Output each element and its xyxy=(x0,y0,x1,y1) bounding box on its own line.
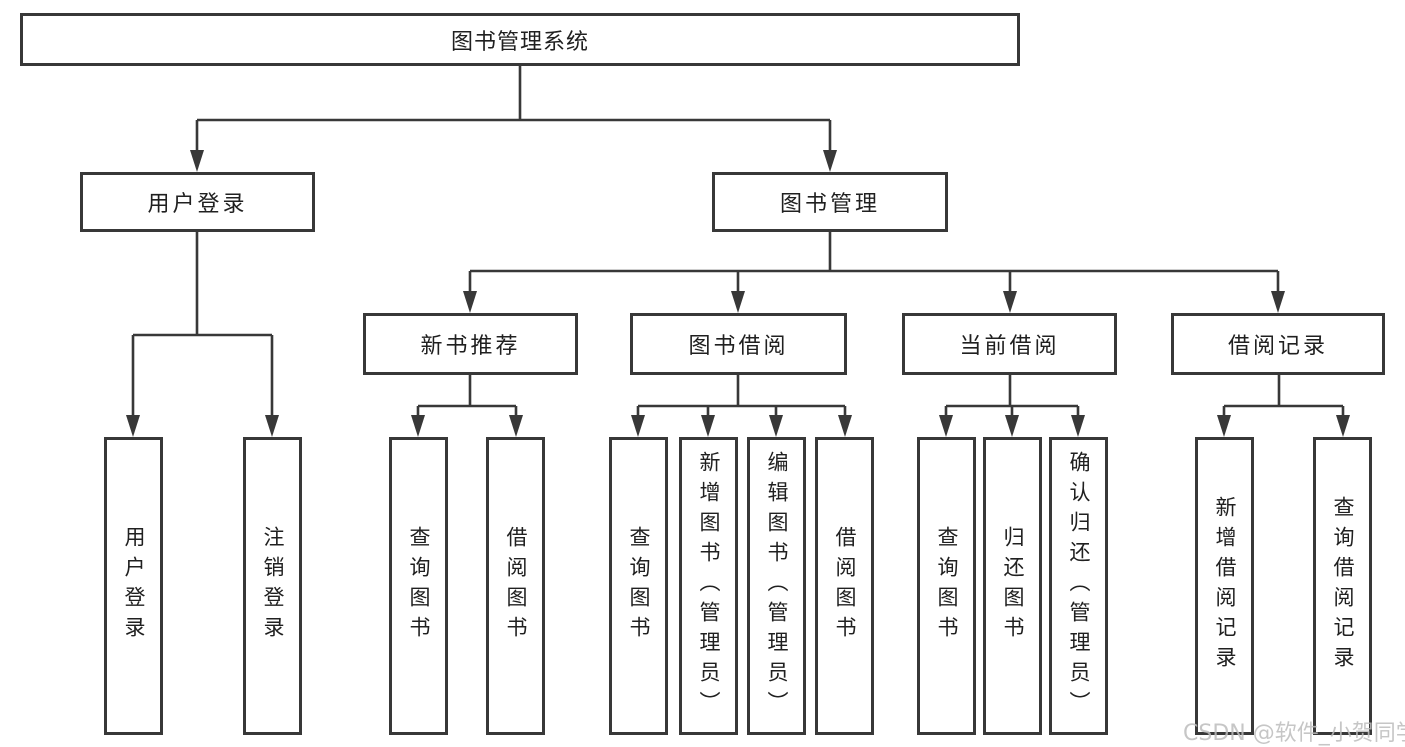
leaf-cb-query-books-label: 查询图书 xyxy=(935,526,959,646)
node-new-book-recommend-label: 新书推荐 xyxy=(420,334,521,359)
node-book-borrowing: 图书借阅 xyxy=(630,313,847,375)
node-new-book-recommend: 新书推荐 xyxy=(363,313,578,375)
leaf-logout: 注销登录 xyxy=(243,437,302,735)
leaf-br-query-record-label: 查询借阅记录 xyxy=(1331,496,1355,676)
leaf-bb-query-books-label: 查询图书 xyxy=(627,526,651,646)
watermark: CSDN @软件_小贺同学 xyxy=(1183,721,1405,746)
node-book-borrowing-label: 图书借阅 xyxy=(688,334,789,359)
leaf-cb-confirm-return-admin: 确认归还（管理员） xyxy=(1049,437,1108,735)
arrowheads xyxy=(126,150,1350,437)
leaf-br-query-record: 查询借阅记录 xyxy=(1313,437,1372,735)
leaf-nb-borrow-books: 借阅图书 xyxy=(486,437,545,735)
node-borrowing-records: 借阅记录 xyxy=(1171,313,1385,375)
node-root: 图书管理系统 xyxy=(20,13,1020,66)
leaf-bb-add-books-admin-label: 新增图书（管理员） xyxy=(697,451,721,721)
leaf-nb-query-books-label: 查询图书 xyxy=(407,526,431,646)
leaf-bb-borrow-books-label: 借阅图书 xyxy=(833,526,857,646)
leaf-bb-edit-books-admin-label: 编辑图书（管理员） xyxy=(765,451,789,721)
node-user-login-label: 用户登录 xyxy=(147,192,248,217)
leaf-nb-query-books: 查询图书 xyxy=(389,437,448,735)
leaf-cb-return-books-label: 归还图书 xyxy=(1001,526,1025,646)
node-user-login: 用户登录 xyxy=(80,172,315,232)
leaf-cb-confirm-return-admin-label: 确认归还（管理员） xyxy=(1067,451,1091,721)
node-book-management: 图书管理 xyxy=(712,172,948,232)
leaf-cb-return-books: 归还图书 xyxy=(983,437,1042,735)
leaf-nb-borrow-books-label: 借阅图书 xyxy=(504,526,528,646)
leaf-user-login: 用户登录 xyxy=(104,437,163,735)
leaf-cb-query-books: 查询图书 xyxy=(917,437,976,735)
node-current-borrowing-label: 当前借阅 xyxy=(959,334,1060,359)
leaf-br-add-record: 新增借阅记录 xyxy=(1195,437,1254,735)
leaf-user-login-label: 用户登录 xyxy=(122,526,146,646)
leaf-logout-label: 注销登录 xyxy=(261,526,285,646)
node-borrowing-records-label: 借阅记录 xyxy=(1227,334,1328,359)
leaf-bb-add-books-admin: 新增图书（管理员） xyxy=(679,437,738,735)
node-current-borrowing: 当前借阅 xyxy=(902,313,1117,375)
leaf-bb-query-books: 查询图书 xyxy=(609,437,668,735)
leaf-br-add-record-label: 新增借阅记录 xyxy=(1213,496,1237,676)
node-book-management-label: 图书管理 xyxy=(779,192,880,217)
node-root-label: 图书管理系统 xyxy=(450,29,589,55)
leaf-bb-edit-books-admin: 编辑图书（管理员） xyxy=(747,437,806,735)
leaf-bb-borrow-books: 借阅图书 xyxy=(815,437,874,735)
